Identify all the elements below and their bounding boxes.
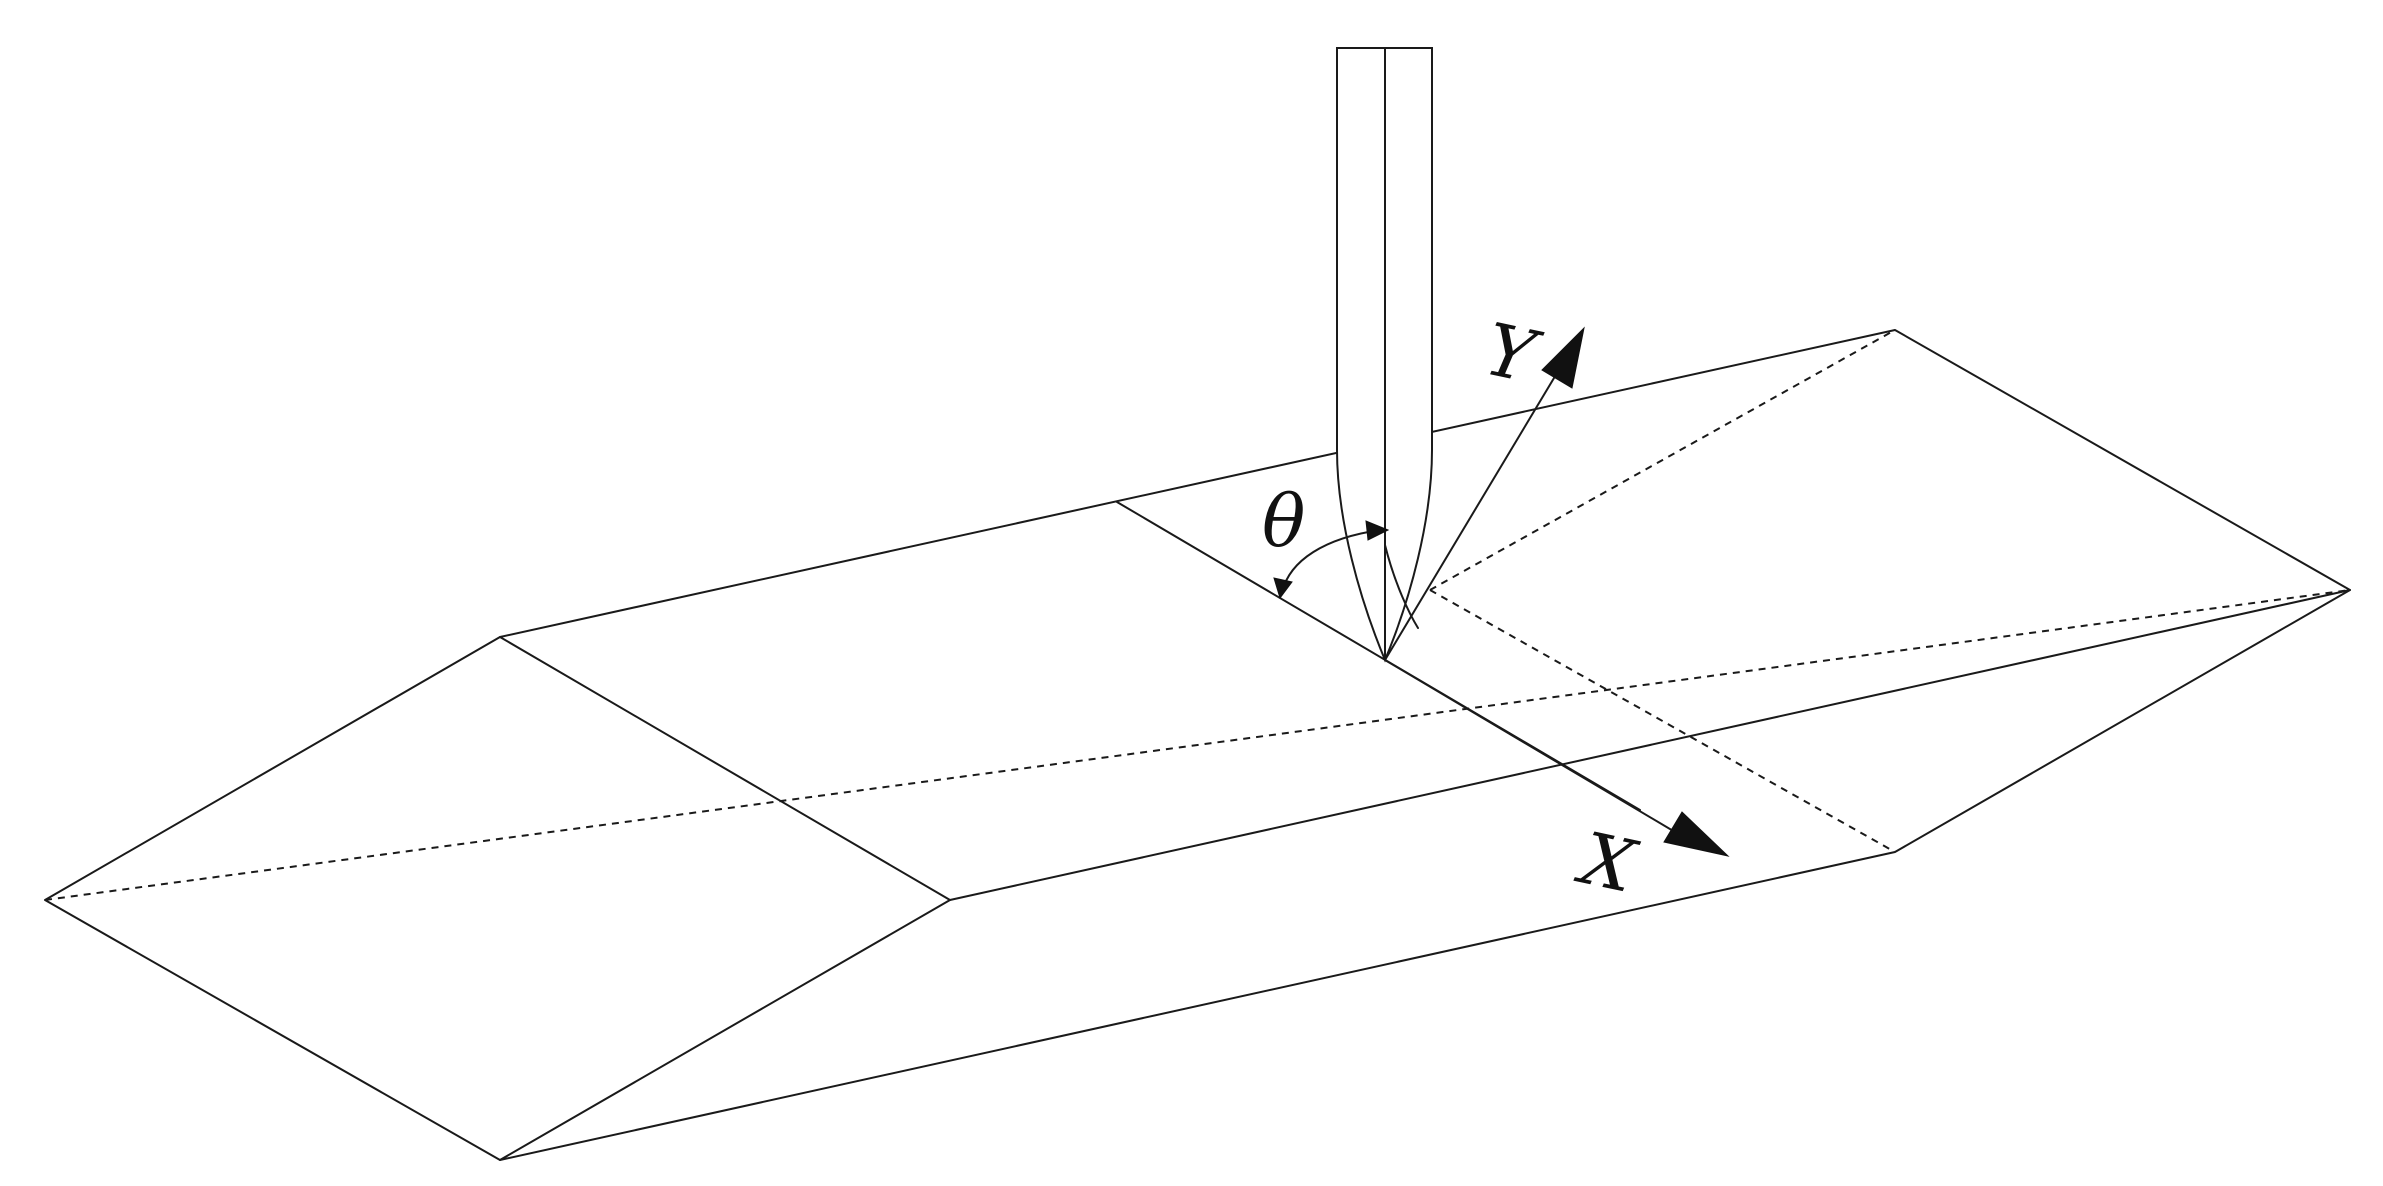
y-axis xyxy=(1384,326,1585,661)
angle-arc-arrowhead-top xyxy=(1365,520,1390,541)
cutting-tool xyxy=(1336,47,1433,663)
x-axis-label: X xyxy=(1569,815,1644,909)
x-axis xyxy=(1384,659,1730,857)
hidden-edges xyxy=(44,329,2351,901)
y-axis-line xyxy=(1384,367,1561,661)
prism-left-slant-bottom xyxy=(499,899,951,1161)
prism-front-edge xyxy=(949,589,2351,901)
angle-theta xyxy=(1273,520,1390,600)
hidden-long-edge xyxy=(44,589,2351,901)
y-axis-arrowhead xyxy=(1541,326,1585,389)
y-axis-label: Y xyxy=(1478,307,1548,400)
tool-inner-flute xyxy=(1384,544,1419,629)
x-axis-arrowhead xyxy=(1663,811,1730,857)
x-axis-line xyxy=(1384,659,1676,833)
angle-arc-arrowhead-bottom xyxy=(1273,577,1293,600)
theta-label: θ xyxy=(1262,479,1305,563)
prism-left-slant-top xyxy=(499,636,951,901)
hidden-edge-right-front xyxy=(1429,589,1896,853)
hidden-edge-right-back xyxy=(1429,329,1896,591)
